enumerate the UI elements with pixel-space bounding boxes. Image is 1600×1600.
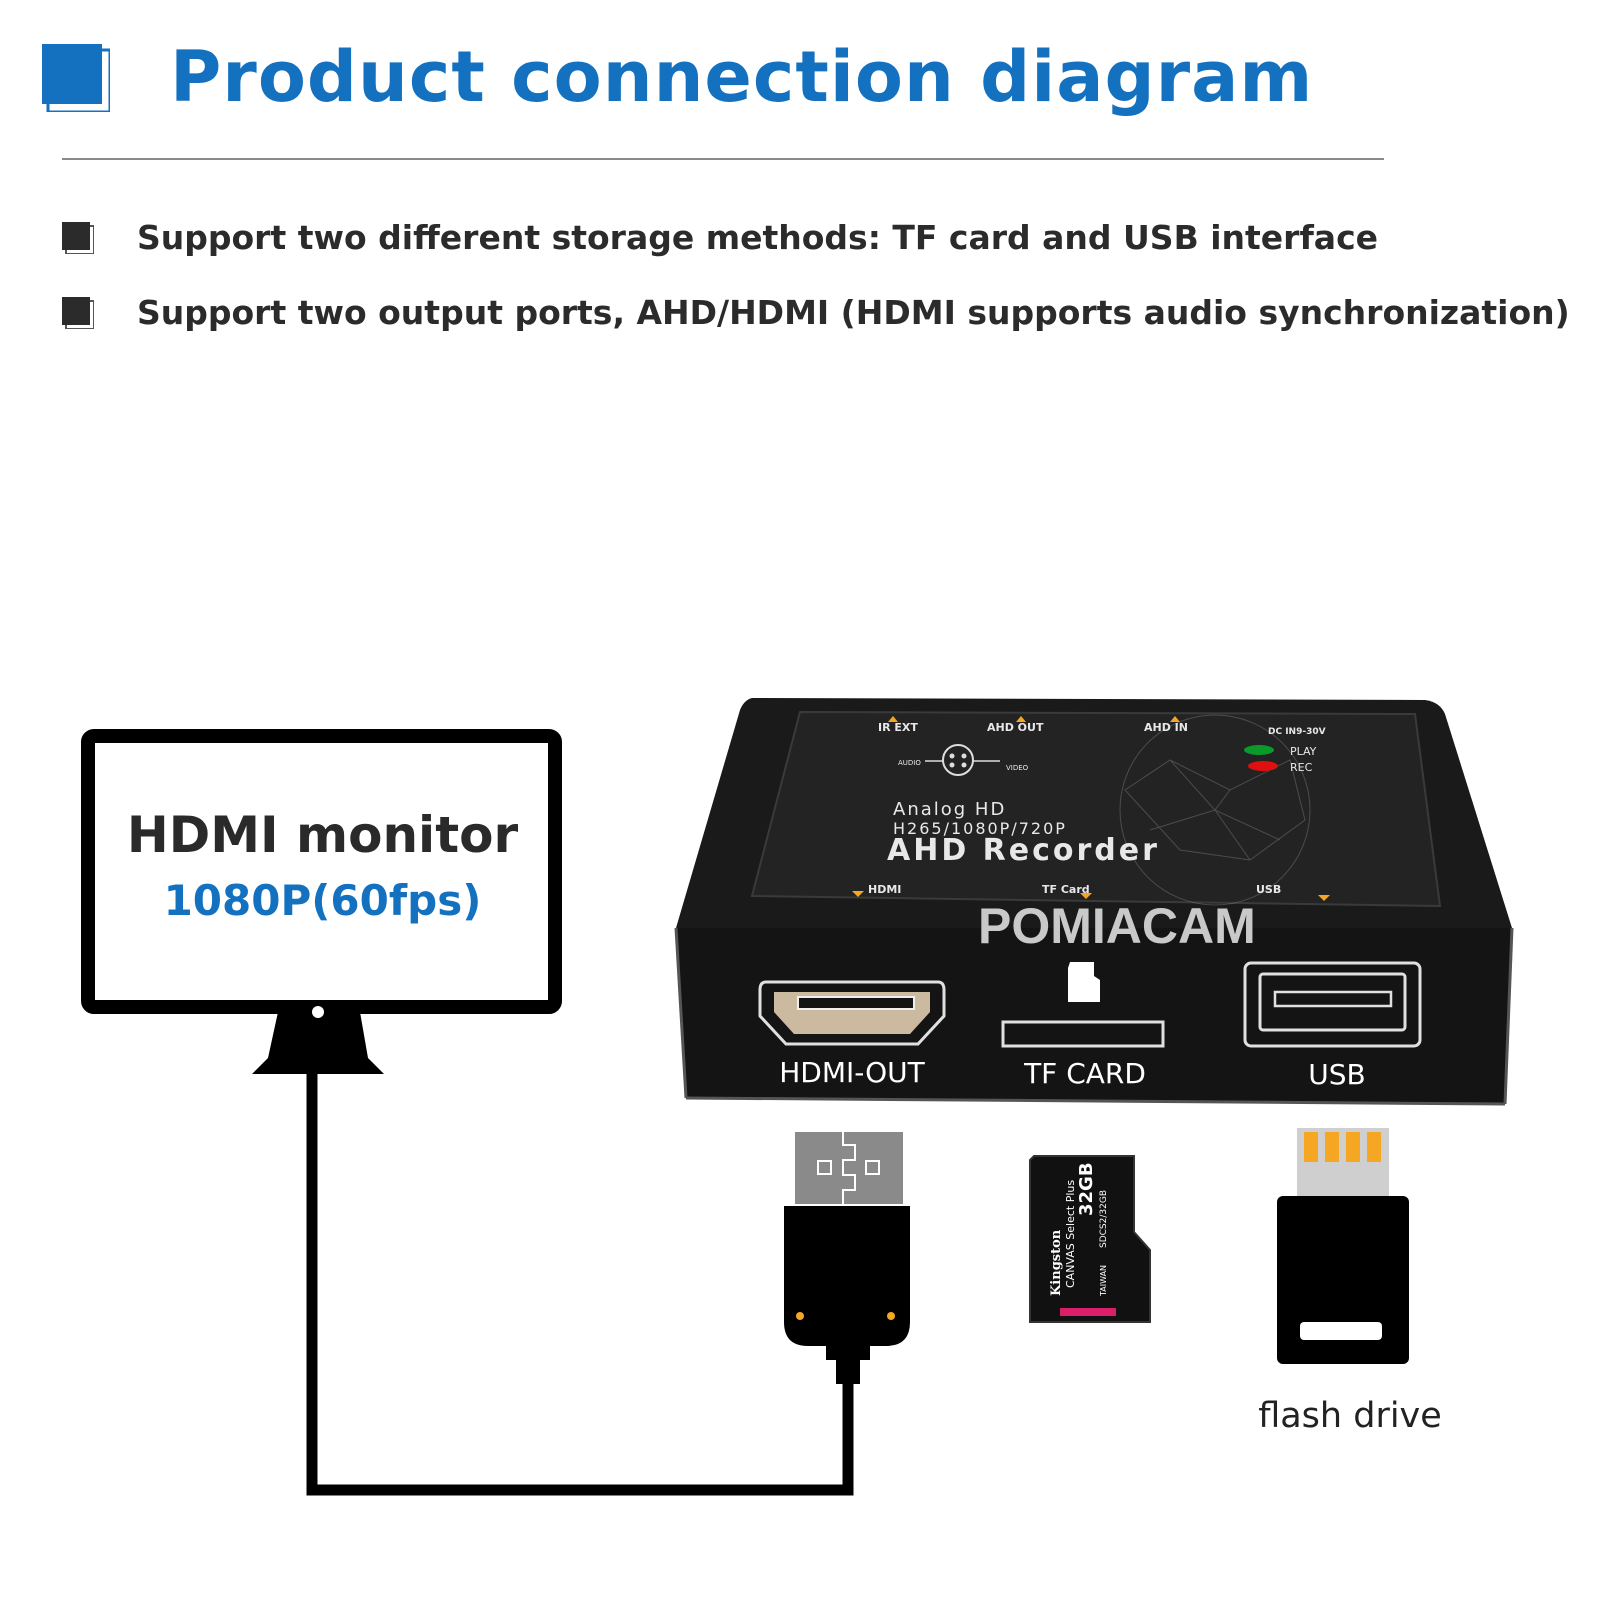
panel-audio-label: AUDIO — [898, 759, 921, 767]
flash-drive-icon — [1277, 1128, 1409, 1364]
title-square-icon — [42, 44, 110, 112]
feature-output: Support two output ports, AHD/HDMI (HDMI… — [137, 293, 1570, 332]
panel-ahd-out: AHD OUT — [987, 721, 1044, 734]
usb-port-icon — [1243, 961, 1422, 1048]
page-title: Product connection diagram — [170, 36, 1314, 118]
panel-led-rec: REC — [1290, 761, 1313, 774]
led-play-icon — [1244, 745, 1274, 755]
ahd-recorder-device — [674, 698, 1514, 1106]
panel-bottom-tf: TF Card — [1042, 883, 1090, 896]
hdmi-plug-icon — [784, 1132, 910, 1384]
feature-storage: Support two different storage methods: T… — [137, 218, 1379, 257]
title-divider — [62, 158, 1384, 160]
audio-video-connector-icon — [925, 744, 1000, 776]
tf-slot — [1001, 1020, 1165, 1048]
port-label-hdmi-out: HDMI-OUT — [779, 1056, 925, 1089]
monitor-icon — [81, 729, 562, 1074]
panel-codec: H265/1080P/720P — [893, 819, 1067, 838]
panel-product-name: AHD Recorder — [887, 833, 1160, 868]
hdmi-port-icon — [758, 980, 946, 1046]
monitor-label: HDMI monitor — [126, 806, 519, 864]
sd-sku: SDCS2/32GB — [1099, 1190, 1109, 1248]
sd-model: CANVAS Select Plus — [1064, 1180, 1077, 1288]
bullet-square-icon — [62, 222, 94, 254]
panel-led-play: PLAY — [1290, 745, 1317, 758]
panel-ir-ext: IR EXT — [878, 721, 918, 734]
port-label-usb: USB — [1308, 1058, 1366, 1091]
port-label-tf-card: TF CARD — [1024, 1057, 1146, 1090]
sd-card-icon — [1068, 962, 1100, 1002]
panel-dc-in: DC IN9-30V — [1268, 727, 1326, 737]
microsd-card-icon: Kingston CANVAS Select Plus 32GB SDCS2/3… — [1029, 1155, 1151, 1323]
panel-ahd-in: AHD IN — [1144, 721, 1188, 734]
monitor-resolution: 1080P(60fps) — [163, 876, 482, 925]
panel-bottom-usb: USB — [1256, 883, 1281, 896]
sd-brand: Kingston — [1049, 1229, 1064, 1296]
sd-origin: TAIWAN — [1099, 1265, 1108, 1297]
hdmi-cable — [306, 1074, 854, 1496]
sd-capacity: 32GB — [1076, 1162, 1097, 1216]
led-rec-icon — [1248, 761, 1278, 771]
panel-bottom-hdmi: HDMI — [868, 883, 901, 896]
panel-video-label: VIDEO — [1006, 764, 1029, 772]
panel-analog-hd: Analog HD — [893, 799, 1006, 820]
brand-watermark: POMIACAM — [978, 898, 1256, 954]
bullet-square-icon — [62, 297, 94, 329]
flash-drive-label: flash drive — [1258, 1396, 1442, 1436]
